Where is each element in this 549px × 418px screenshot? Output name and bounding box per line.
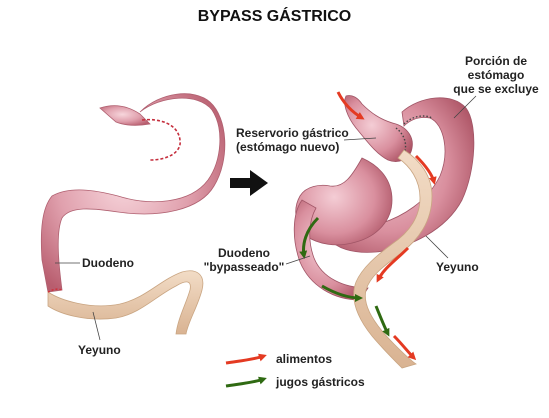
label-porcion-line3: que se excluye <box>453 82 539 96</box>
label-duodeno-left: Duodeno <box>82 256 134 270</box>
label-reservorio-line1: Reservorio gástrico <box>236 126 349 140</box>
leader-yeyuno-right <box>425 235 449 259</box>
leader-reservorio <box>343 137 377 141</box>
staple-line-pouch <box>395 127 407 155</box>
gastric-pouch <box>344 95 413 162</box>
juice-arrow-1 <box>299 216 320 259</box>
esophagus-left <box>99 105 151 126</box>
label-porcion-line1: Porción de <box>464 54 527 68</box>
label-duodeno-bypass-line1: Duodeno <box>218 246 270 260</box>
jejunum-roux-limb <box>353 149 433 369</box>
label-porcion-line2: estómago <box>467 68 525 82</box>
food-arrow-1 <box>336 91 365 120</box>
jejunum-left <box>47 270 204 335</box>
page-title: BYPASS GÁSTRICO <box>197 8 352 25</box>
label-yeyuno-right: Yeyuno <box>436 260 479 274</box>
food-arrow-2 <box>414 154 437 185</box>
fundus-dashed-outline <box>141 118 181 161</box>
label-reservorio-line2: (estómago nuevo) <box>236 140 340 154</box>
legend-juices-label: jugos gástricos <box>276 375 365 389</box>
juice-arrow-2 <box>321 284 363 302</box>
bypass-anatomy <box>285 91 477 369</box>
normal-anatomy <box>40 93 226 341</box>
legend-green-arrow <box>225 376 267 388</box>
juice-arrow-3 <box>374 305 390 337</box>
staple-line-top <box>403 115 433 125</box>
leader-porcion <box>453 95 477 119</box>
duodeno-yeyuno-junction <box>47 288 63 293</box>
transition-arrow <box>230 170 268 196</box>
food-arrow-4 <box>392 334 417 361</box>
leader-duodeno-bypass <box>285 255 311 265</box>
label-yeyuno-left: Yeyuno <box>78 343 121 357</box>
food-arrow-3 <box>376 246 410 283</box>
legend-food-label: alimentos <box>276 352 333 366</box>
leader-yeyuno-left <box>92 311 101 341</box>
label-duodeno-bypass-line2: "bypasseado" <box>203 260 285 274</box>
legend-red-arrow <box>225 353 267 365</box>
legend <box>225 353 267 388</box>
